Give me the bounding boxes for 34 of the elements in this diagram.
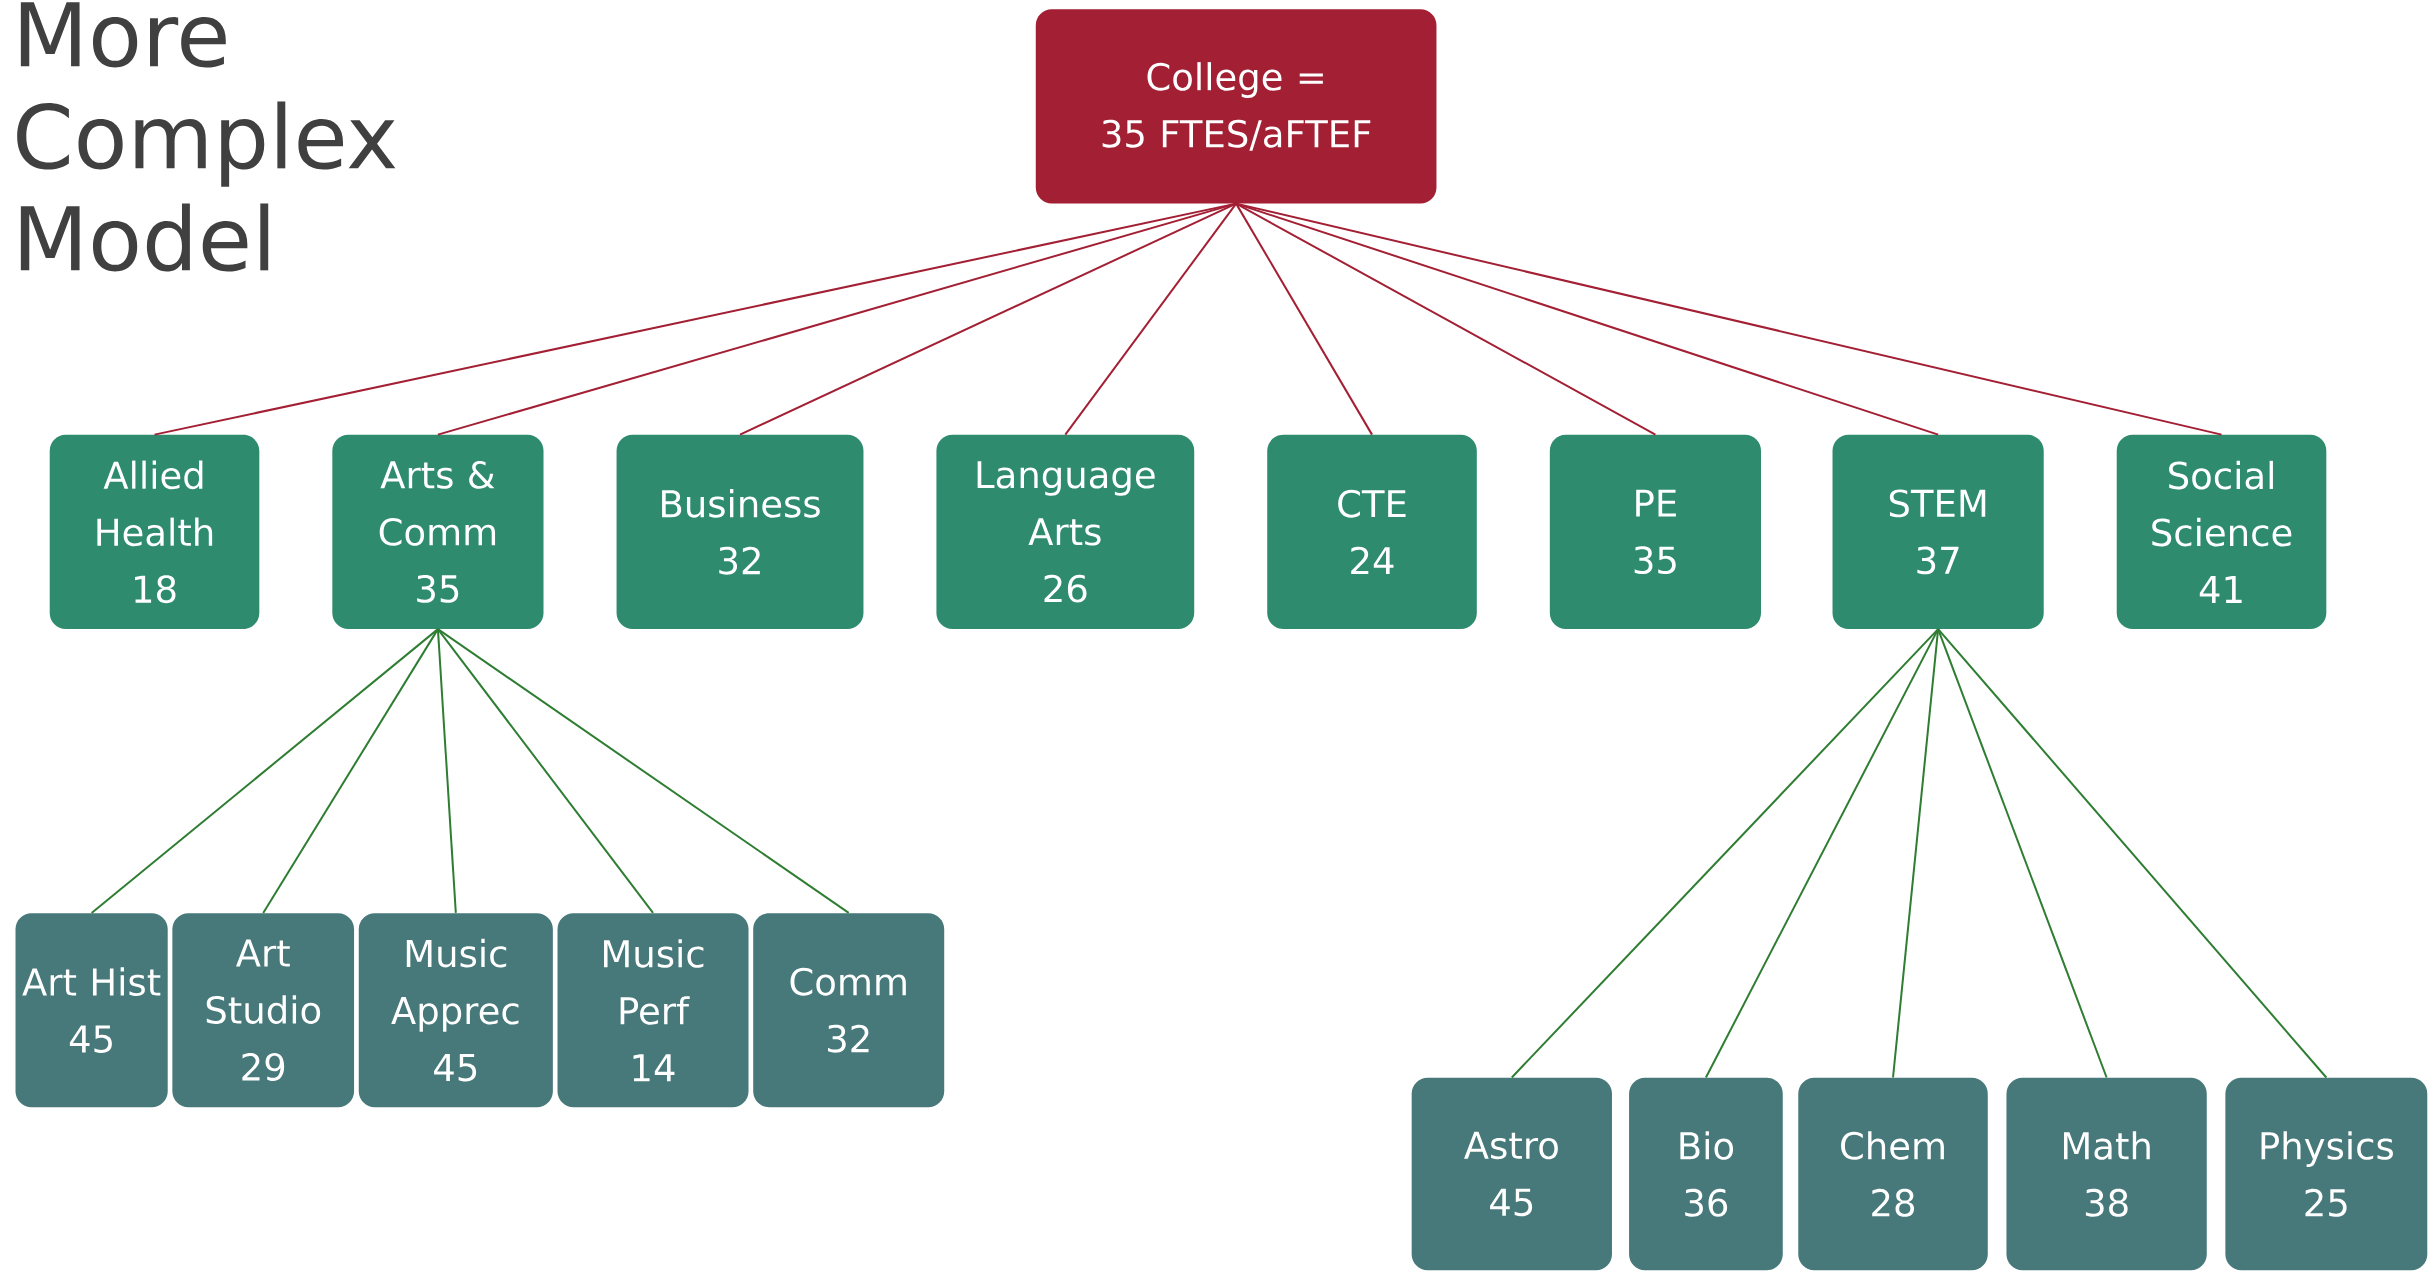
connector-line [436,628,457,914]
connector-line [436,628,850,914]
department-box: Allied Health 18 [49,434,260,629]
discipline-box: Art Hist 45 [15,913,168,1108]
department-box: STEM 37 [1832,434,2044,629]
connector-line [1235,202,2223,436]
discipline-box: Bio 36 [1629,1077,1783,1271]
discipline-box: Art Studio 29 [172,913,355,1108]
connector-line [1235,202,1373,436]
title: More Complex Model [17,2,396,272]
discipline-box: Math 38 [2006,1077,2207,1271]
department-box: Social Science 41 [2116,434,2327,629]
connector-line [1937,628,2108,1079]
connector-line [1235,202,1657,436]
discipline-box: Comm 32 [753,913,945,1108]
connector-line [90,628,439,914]
discipline-box: Music Apprec 45 [358,913,553,1108]
connector-line [262,628,439,914]
department-box: PE 35 [1549,434,1761,629]
root-box: College = 35 FTES/aFTEF [1035,9,1437,204]
department-box: Language Arts 26 [936,434,1195,629]
connector-line [436,628,654,914]
department-box: Business 32 [616,434,864,629]
discipline-box: Chem 28 [1798,1077,1988,1271]
connector-line [1064,202,1238,436]
connector-line [1510,628,1940,1079]
discipline-box: Physics 25 [2225,1077,2428,1271]
department-box: Arts & Comm 35 [332,434,544,629]
department-box: CTE 24 [1267,434,1477,629]
connector-line [1937,628,2328,1079]
connector-line [1892,628,1940,1079]
discipline-box: Music Perf 14 [557,913,749,1108]
discipline-box: Astro 45 [1411,1077,1612,1271]
connector-line [1704,628,1940,1079]
